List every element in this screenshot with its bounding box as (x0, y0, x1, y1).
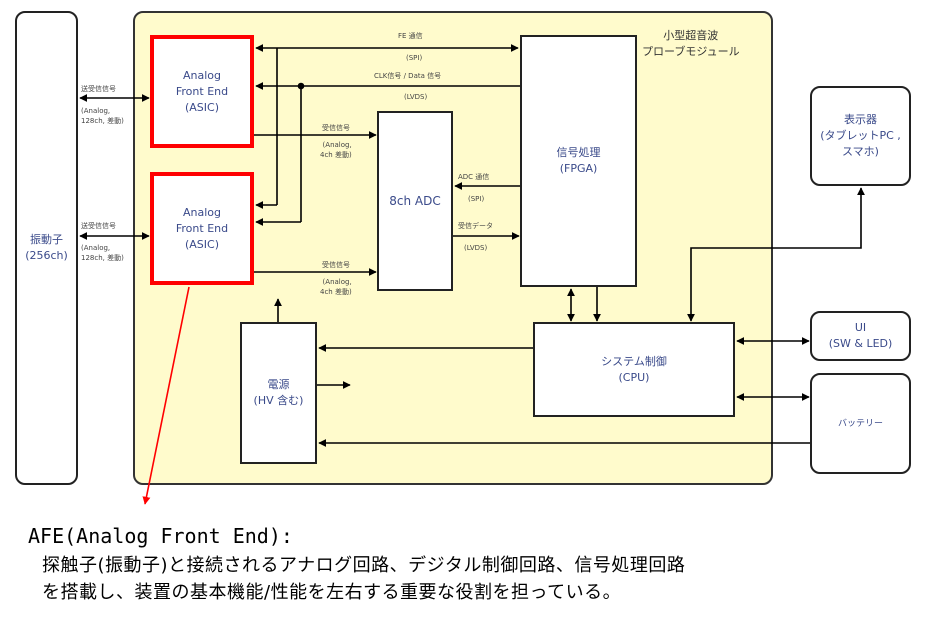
power-label: 電源 (HV 含む) (253, 378, 304, 407)
adc-comm-proto: (SPI) (468, 195, 485, 203)
txrx-top-desc: (Analog, 128ch, 差動) (81, 107, 124, 125)
battery-label: バッテリー (837, 418, 883, 429)
rx-bottom-name: 受信信号 (322, 261, 350, 269)
display-block: 表示器 (タブレットPC , スマホ) (810, 86, 911, 186)
rx-top-name: 受信信号 (322, 124, 350, 132)
adc-comm-label: ADC 通信 (458, 173, 490, 181)
ui-block: UI (SW & LED) (810, 311, 911, 361)
battery-block: バッテリー (810, 373, 911, 474)
ui-label: UI (SW & LED) (828, 321, 893, 350)
afe-block-bottom: Analog Front End (ASIC) (150, 172, 254, 285)
afe-callout-arrow (142, 286, 190, 505)
rx-data-label: 受信データ (458, 222, 493, 230)
transducer-block: 振動子 (256ch) (15, 11, 78, 485)
afe-top-label: Analog Front End (ASIC) (175, 68, 229, 114)
display-label: 表示器 (タブレットPC , スマホ) (820, 113, 901, 158)
module-title: 小型超音波 プローブモジュール (642, 29, 740, 58)
afe-bottom-label: Analog Front End (ASIC) (175, 205, 229, 251)
clk-data-proto: (LVDS) (404, 93, 428, 101)
rx-data-proto: (LVDS) (464, 244, 488, 252)
adc-label: 8ch ADC (389, 194, 441, 208)
transducer-label: 振動子 (256ch) (25, 233, 68, 262)
fpga-label: 信号処理 (FPGA) (556, 146, 601, 175)
cpu-block: システム制御 (CPU) (533, 322, 735, 417)
txrx-top-name: 送受信信号 (81, 85, 116, 93)
clk-data-label: CLK信号 / Data 信号 (374, 72, 442, 80)
caption-title: AFE(Analog Front End): (28, 524, 293, 548)
rx-top-desc: (Analog, 4ch 差動) (320, 141, 352, 159)
fpga-block: 信号処理 (FPGA) (520, 35, 637, 287)
afe-block-top: Analog Front End (ASIC) (150, 35, 254, 148)
fe-comm-proto: (SPI) (406, 54, 423, 62)
caption-body: 探触子(振動子)と接続されるアナログ回路、デジタル制御回路、信号処理回路 を搭載… (42, 555, 686, 603)
txrx-bottom-desc: (Analog, 128ch, 差動) (81, 244, 124, 262)
rx-bottom-desc: (Analog, 4ch 差動) (320, 278, 352, 296)
txrx-bottom-name: 送受信信号 (81, 222, 116, 230)
adc-block: 8ch ADC (377, 111, 453, 291)
cpu-label: システム制御 (CPU) (601, 354, 667, 384)
power-block: 電源 (HV 含む) (240, 322, 317, 464)
fe-comm-label: FE 通信 (398, 32, 423, 40)
